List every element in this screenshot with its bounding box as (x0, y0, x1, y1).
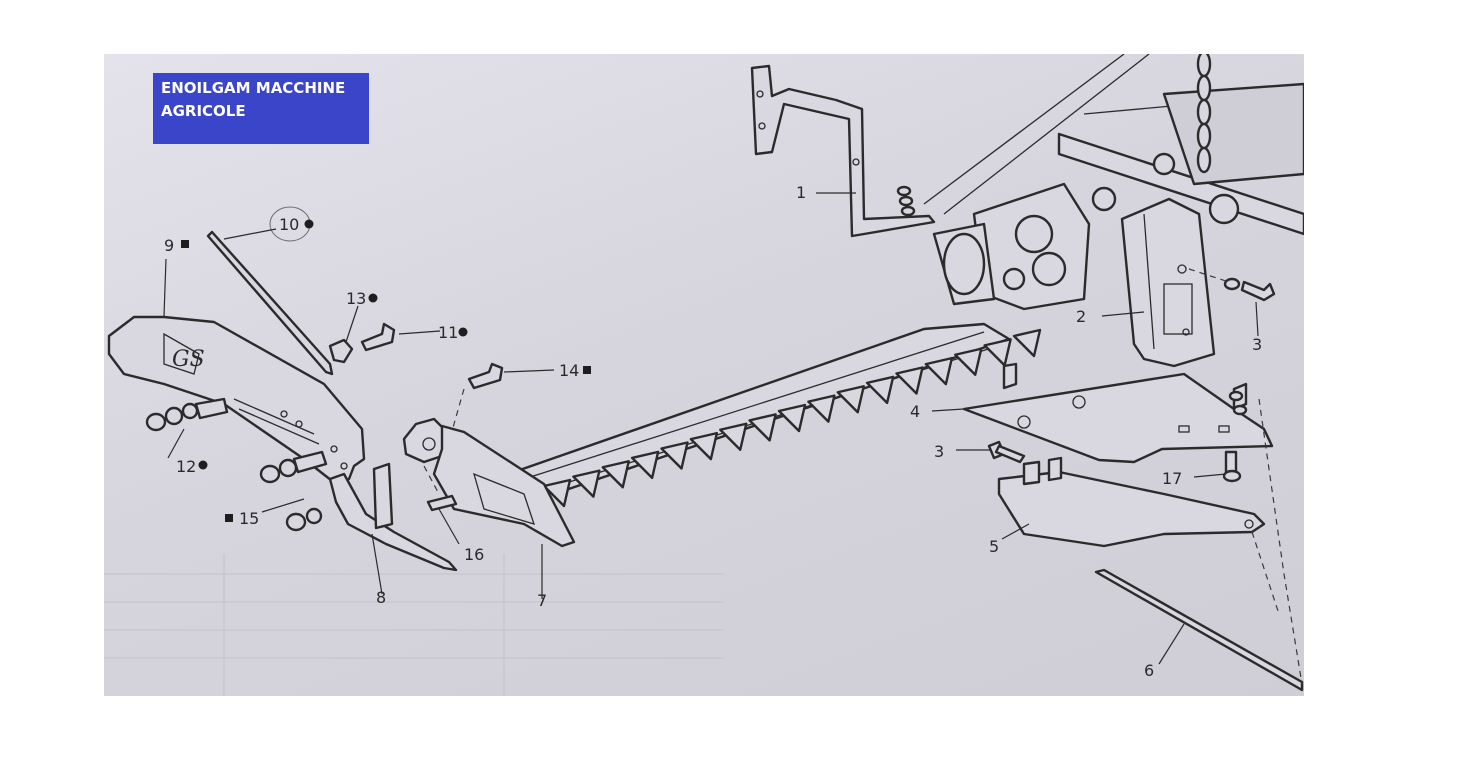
square-marker (181, 240, 189, 248)
cutter-tooth (719, 422, 748, 451)
label-part-5: 5 (989, 537, 999, 556)
part-labels: 1 2 3 3 4 5 6 7 8 9 10 11 12 13 14 15 16 (164, 183, 1262, 680)
label-part-13: 13 (346, 289, 366, 308)
label-part-8: 8 (376, 588, 386, 607)
cutter-tooth (660, 441, 689, 470)
cutter-tooth (601, 460, 630, 489)
cutter-tooth (630, 450, 660, 480)
part-16-bolt (426, 494, 458, 512)
brand-banner-line-2: AGRICOLE (161, 102, 246, 120)
leader-lines (163, 192, 1259, 665)
label-part-7: 7 (537, 591, 547, 610)
label-part-16: 16 (464, 545, 484, 564)
cutter-tooth (836, 385, 865, 414)
label-part-2: 2 (1076, 307, 1086, 326)
cutter-tooth (924, 356, 954, 386)
cutter-tooth (895, 366, 924, 395)
label-part-12: 12 (176, 457, 196, 476)
label-part-17: 17 (1162, 469, 1182, 488)
cutter-tooth (983, 338, 1012, 367)
part-14-bolt (467, 362, 504, 390)
part-3-bolt-lower (987, 440, 1026, 464)
cutter-tooth (689, 431, 719, 461)
circle-marker (458, 327, 468, 337)
cutter-tooth (954, 347, 983, 376)
parts-diagram-photo: GS (104, 54, 1304, 696)
label-part-10: 10 (279, 215, 299, 234)
part-4-skid-plate (962, 372, 1274, 464)
cutter-tooth (807, 394, 836, 423)
cutter-bar-teeth (542, 328, 1042, 508)
brand-banner-line-1: ENOILGAM MACCHINE (161, 79, 346, 97)
label-part-4: 4 (910, 402, 920, 421)
part-1-washers (896, 185, 916, 217)
svg-text:GS: GS (172, 347, 205, 372)
part-8-lifter (328, 472, 458, 572)
label-part-11: 11 (438, 323, 458, 342)
circle-marker (304, 219, 314, 229)
cutter-tooth (777, 403, 807, 433)
brand-banner: ENOILGAM MACCHINE AGRICOLE (153, 73, 369, 144)
exploded-view-drawing: GS (104, 54, 1304, 696)
part-10-pin (206, 230, 334, 376)
circle-marker (368, 293, 378, 303)
circle-marker (198, 460, 208, 470)
chain (1196, 54, 1212, 174)
label-part-14: 14 (559, 361, 579, 380)
label-part-15: 15 (239, 509, 259, 528)
part-13-clip (328, 338, 354, 364)
cutter-bar (512, 322, 1011, 496)
background-table-lines (104, 554, 724, 696)
label-part-6: 6 (1144, 661, 1154, 680)
square-marker (225, 514, 233, 522)
gearbox-assembly (932, 182, 1091, 311)
label-part-3-lower: 3 (934, 442, 944, 461)
part-1-bracket (750, 64, 936, 238)
label-part-1: 1 (796, 183, 806, 202)
frame-structure (923, 54, 1304, 236)
part-12-spring-set (145, 397, 229, 432)
part-6-rod (1094, 568, 1304, 692)
label-part-3-upper: 3 (1252, 335, 1262, 354)
part-17-stud (1222, 450, 1242, 483)
cutter-tooth (748, 413, 777, 442)
part-15-spring-set (259, 450, 328, 532)
part-3-bolt-upper (1223, 277, 1276, 302)
part-2-cover (1120, 197, 1216, 368)
part-11-bolt (360, 322, 396, 352)
cutter-tooth (865, 375, 895, 405)
label-part-9: 9 (164, 236, 174, 255)
cutter-tooth (542, 478, 572, 508)
cutter-tooth (572, 469, 601, 498)
square-marker (583, 366, 591, 374)
cutter-tooth (1012, 328, 1042, 358)
